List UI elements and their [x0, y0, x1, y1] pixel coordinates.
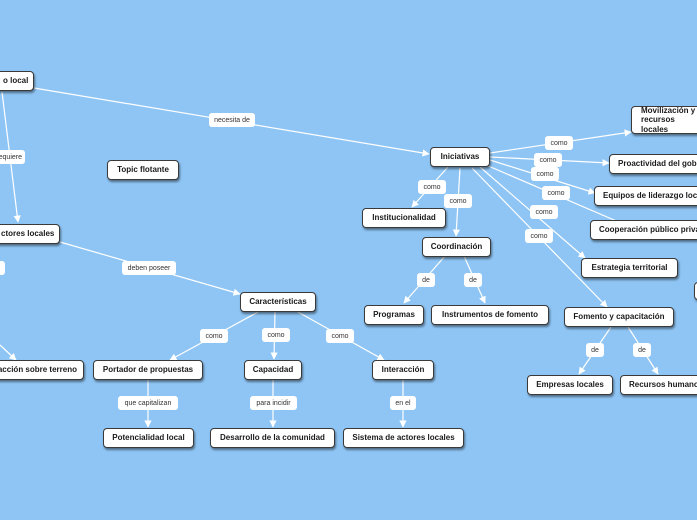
node-programas[interactable]: Programas [364, 305, 424, 325]
label-de-recursos: de [633, 343, 651, 357]
node-desarrollo-comunidad[interactable]: Desarrollo de la comunidad [210, 428, 335, 448]
node-estrategia-territorial[interactable]: Estrategia territorial [581, 258, 678, 278]
label-necesita-de: necesita de [209, 113, 255, 127]
node-movilizacion-recursos[interactable]: Movilización y recursos locales [631, 106, 697, 134]
node-desarrollo-local[interactable]: o local [0, 71, 34, 91]
node-capacidad[interactable]: Capacidad [244, 360, 302, 380]
edge-requiere [1, 91, 21, 223]
label-como-estrategia: como [530, 205, 558, 219]
node-topic-flotante[interactable]: Topic flotante [107, 160, 179, 180]
label-requiere: requiere [0, 150, 25, 164]
label-como-equipos: como [531, 167, 559, 181]
node-proactividad-gobierno[interactable]: Proactividad del gobierno [609, 154, 697, 174]
node-fomento-capacitacion[interactable]: Fomento y capacitación [564, 307, 674, 327]
edge-accion [0, 344, 17, 361]
node-equipos-liderazgo[interactable]: Equipos de liderazgo local [594, 186, 697, 206]
node-cooperacion-publico-privada[interactable]: Cooperación público privada [590, 220, 697, 240]
node-caracteristicas[interactable]: Características [240, 292, 316, 312]
node-actores-locales[interactable]: ctores locales [0, 224, 60, 244]
node-coordinacion[interactable]: Coordinación [422, 237, 491, 257]
node-accion-sobre-terreno[interactable]: acción sobre terreno [0, 360, 84, 380]
label-en-el: en el [390, 396, 416, 410]
label-como-institucionalidad: como [418, 180, 446, 194]
node-iniciativas[interactable]: Iniciativas [430, 147, 490, 167]
label-como-coordinacion: como [444, 194, 472, 208]
node-sistema-actores[interactable]: Sistema de actores locales [343, 428, 464, 448]
label-como-fomento: como [525, 229, 553, 243]
label-de-empresas: de [586, 343, 604, 357]
node-empresas-locales[interactable]: Empresas locales [527, 375, 613, 395]
label-como-movilizacion: como [545, 136, 573, 150]
label-para-incidir: para incidir [250, 396, 297, 410]
label-deben-poseer: deben poseer [122, 261, 176, 275]
node-interaccion[interactable]: Interacción [372, 360, 434, 380]
label-como-proactividad: como [534, 153, 562, 167]
node-portador-propuestas[interactable]: Portador de propuestas [93, 360, 203, 380]
label-partial-left [0, 261, 5, 275]
node-instrumentos-fomento[interactable]: Instrumentos de fomento [431, 305, 549, 325]
label-de-instrumentos: de [464, 273, 482, 287]
node-recursos-humanos[interactable]: Recursos humanos [620, 375, 697, 395]
node-institucionalidad[interactable]: Institucionalidad [362, 208, 446, 228]
label-como-interaccion: como [326, 329, 354, 343]
label-que-capitalizan: que capitalizan [118, 396, 178, 410]
label-como-cooperacion: como [542, 186, 570, 200]
label-como-portador: como [200, 329, 228, 343]
label-como-capacidad: como [262, 328, 290, 342]
label-de-programas: de [417, 273, 435, 287]
node-partial-right[interactable] [694, 282, 697, 300]
node-potencialidad-local[interactable]: Potencialidad local [103, 428, 194, 448]
